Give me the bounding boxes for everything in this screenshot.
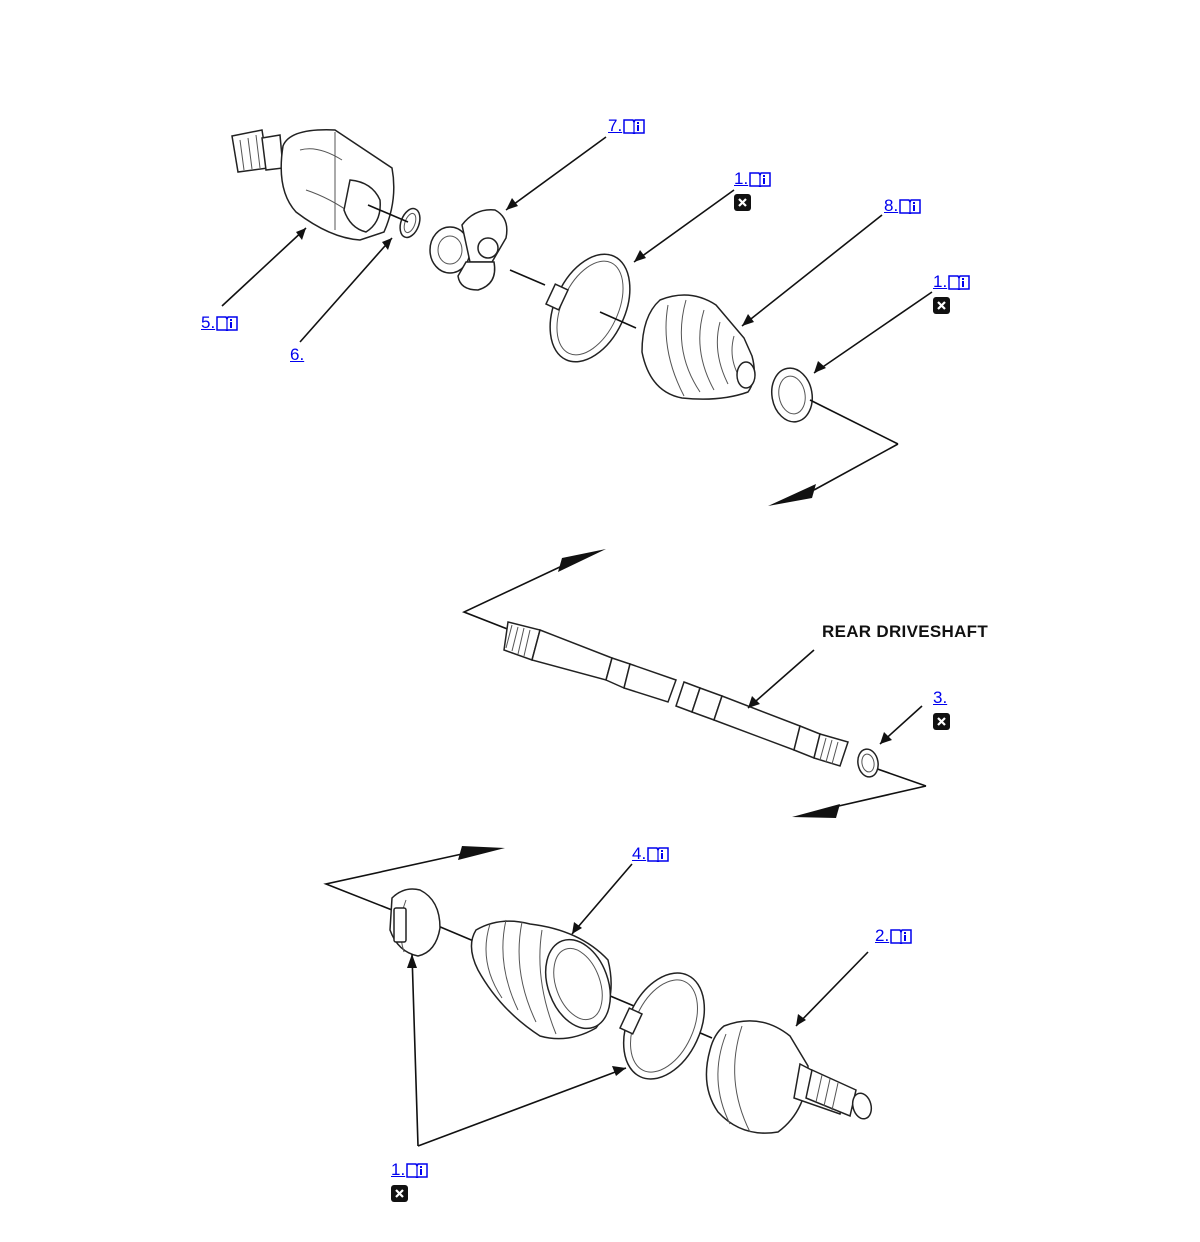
callout-1a-number: 1. [734, 169, 749, 188]
callout-5: 5. [201, 313, 238, 333]
callout-6-number: 6. [290, 345, 305, 364]
replace-part-x-icon [933, 297, 950, 314]
callout-8: 8. [884, 196, 921, 216]
leader-arrows [221, 136, 933, 1147]
spider-assembly-7 [429, 209, 508, 291]
callout-2-number: 2. [875, 926, 890, 945]
leader-arrowheads [296, 198, 892, 1076]
callout-1b-link[interactable]: 1. [933, 272, 970, 292]
callout-2: 2. [875, 926, 912, 946]
callout-5-link[interactable]: 5. [201, 313, 238, 333]
callout-6: 6. [290, 345, 304, 365]
callout-5-number: 5. [201, 313, 216, 332]
callout-8-number: 8. [884, 196, 899, 215]
callout-2-link[interactable]: 2. [875, 926, 912, 946]
outboard-boot-4 [470, 919, 612, 1040]
book-icon [406, 1163, 428, 1178]
boot-band-large-bottom [619, 972, 706, 1080]
book-icon [216, 316, 238, 331]
book-icon [749, 172, 771, 187]
circlip-3 [857, 748, 879, 778]
continuation-arrow-top-out [768, 484, 816, 506]
callout-3-number: 3. [933, 688, 948, 707]
continuation-arrow-bottom-in [458, 846, 505, 860]
replace-part-x-icon [933, 713, 950, 730]
top-assembly-lines [367, 204, 899, 491]
replace-part-x-icon [391, 1185, 408, 1202]
callout-3: 3. [933, 688, 950, 730]
rear-driveshaft [503, 621, 849, 767]
inboard-joint-housing [231, 129, 395, 241]
boot-band-small-top [771, 367, 813, 423]
boot-band-large-top [545, 253, 631, 363]
snap-ring-6 [399, 207, 421, 239]
callout-1b: 1. [933, 272, 970, 314]
outboard-joint-2 [705, 1020, 873, 1134]
boot-band-small-bottom [389, 888, 441, 957]
callout-4: 4. [632, 844, 669, 864]
callout-7-link[interactable]: 7. [608, 116, 645, 136]
inboard-boot-8 [641, 294, 756, 400]
continuation-arrow-middle-out [792, 804, 840, 818]
book-icon [623, 119, 645, 134]
callout-1b-number: 1. [933, 272, 948, 291]
callout-6-link[interactable]: 6. [290, 345, 304, 365]
book-icon [948, 275, 970, 290]
callout-1c-number: 1. [391, 1160, 406, 1179]
book-icon [899, 199, 921, 214]
callout-1a: 1. [734, 169, 771, 211]
callout-1c-link[interactable]: 1. [391, 1160, 428, 1180]
callout-4-link[interactable]: 4. [632, 844, 669, 864]
replace-part-x-icon [734, 194, 751, 211]
continuation-arrow-middle-in [558, 549, 606, 572]
callout-1a-link[interactable]: 1. [734, 169, 771, 189]
callout-8-link[interactable]: 8. [884, 196, 921, 216]
callout-3-link[interactable]: 3. [933, 688, 947, 708]
callout-7-number: 7. [608, 116, 623, 135]
book-icon [890, 929, 912, 944]
callout-7: 7. [608, 116, 645, 136]
book-icon [647, 847, 669, 862]
callout-1c: 1. [391, 1160, 428, 1202]
rear-driveshaft-label: REAR DRIVESHAFT [822, 622, 989, 641]
callout-4-number: 4. [632, 844, 647, 863]
